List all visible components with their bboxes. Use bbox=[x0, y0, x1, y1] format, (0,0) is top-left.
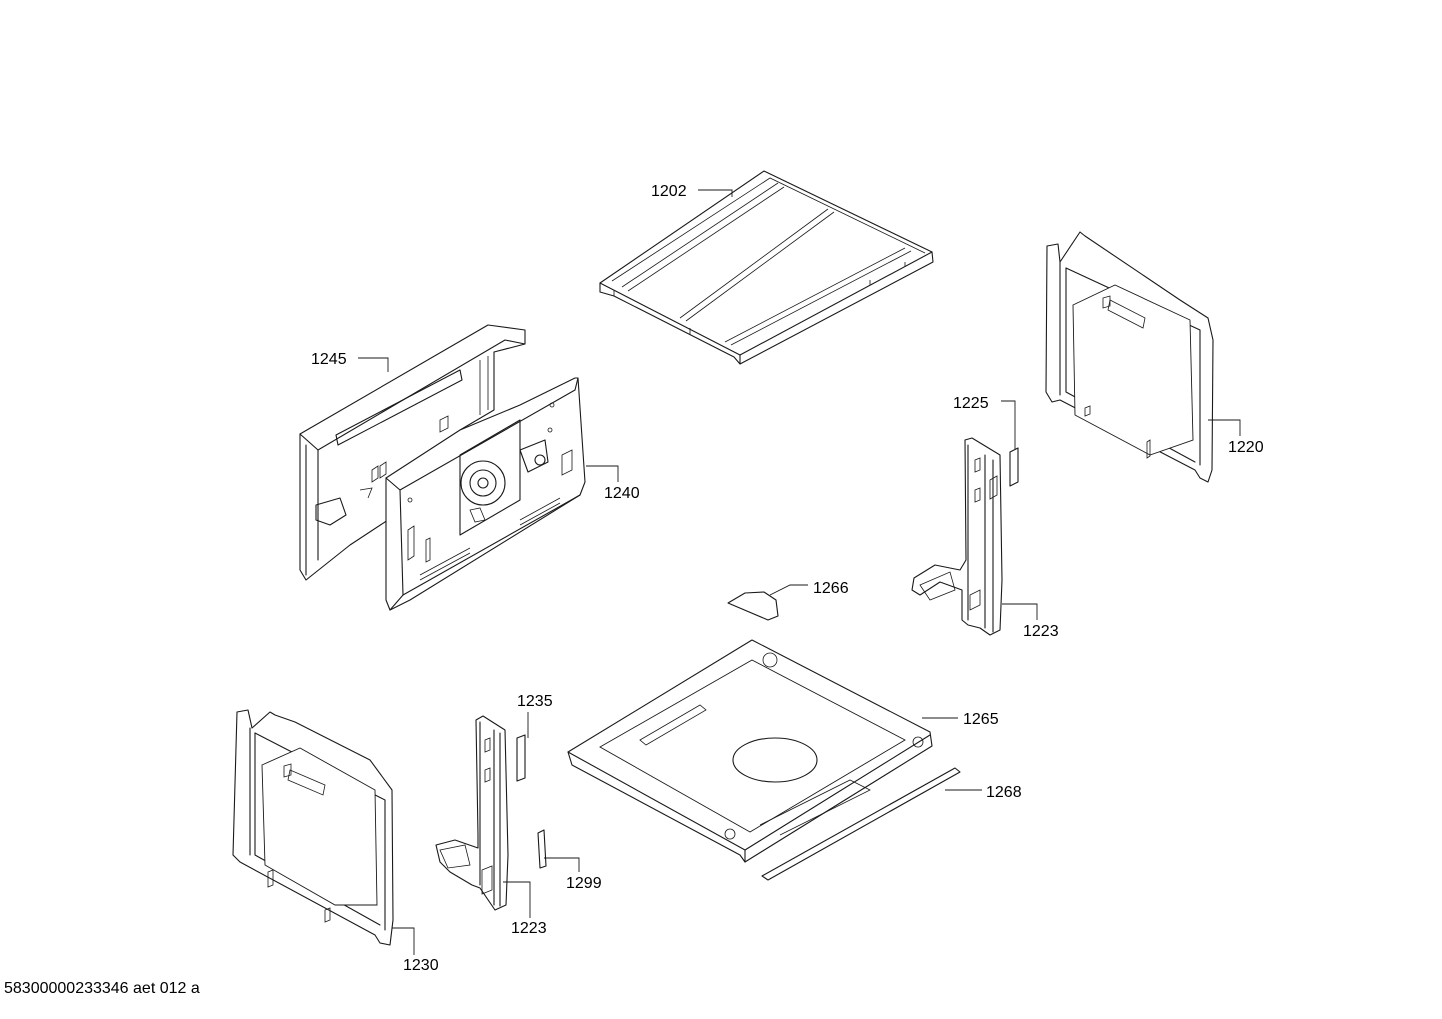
label-1230: 1230 bbox=[403, 957, 439, 974]
leader-lines bbox=[358, 189, 1241, 955]
label-1268: 1268 bbox=[986, 784, 1022, 801]
part-1265-bottom-floor[interactable] bbox=[567, 639, 933, 863]
part-1266-small-plate[interactable] bbox=[727, 591, 779, 621]
part-1299-small-strip[interactable] bbox=[537, 829, 547, 869]
part-1235-small-strip[interactable] bbox=[516, 734, 526, 782]
label-1223-right: 1223 bbox=[1023, 623, 1059, 640]
part-1223-right-rail[interactable] bbox=[911, 437, 1003, 636]
label-1223-left: 1223 bbox=[511, 920, 547, 937]
label-1220: 1220 bbox=[1228, 439, 1264, 456]
part-1268-long-strip[interactable] bbox=[761, 767, 961, 881]
part-1245-rear-cover[interactable] bbox=[299, 324, 526, 581]
part-1230-left-side-wall[interactable] bbox=[232, 709, 394, 946]
label-1245: 1245 bbox=[311, 351, 347, 368]
part-1225-small-strip[interactable] bbox=[1009, 447, 1019, 487]
part-1202-top-plate[interactable] bbox=[599, 170, 934, 365]
drawing-reference-code: 58300000233346 aet 012 a bbox=[4, 980, 200, 997]
hex-panel-floor bbox=[599, 659, 906, 833]
label-1299: 1299 bbox=[566, 875, 602, 892]
label-1240: 1240 bbox=[604, 485, 640, 502]
label-1225: 1225 bbox=[953, 395, 989, 412]
label-1266: 1266 bbox=[813, 580, 849, 597]
part-1220-right-side-wall[interactable] bbox=[1045, 231, 1214, 483]
label-1265: 1265 bbox=[963, 711, 999, 728]
label-1235: 1235 bbox=[517, 693, 553, 710]
hex-panel-left bbox=[261, 747, 378, 906]
hex-panel-right bbox=[1072, 284, 1194, 456]
label-1202: 1202 bbox=[651, 183, 687, 200]
part-1223-left-rail[interactable] bbox=[435, 715, 509, 911]
callout-labels: 1202 1245 1240 1225 1220 1266 1223 1235 … bbox=[311, 183, 1264, 974]
part-1240-fan-wall[interactable] bbox=[385, 377, 586, 611]
